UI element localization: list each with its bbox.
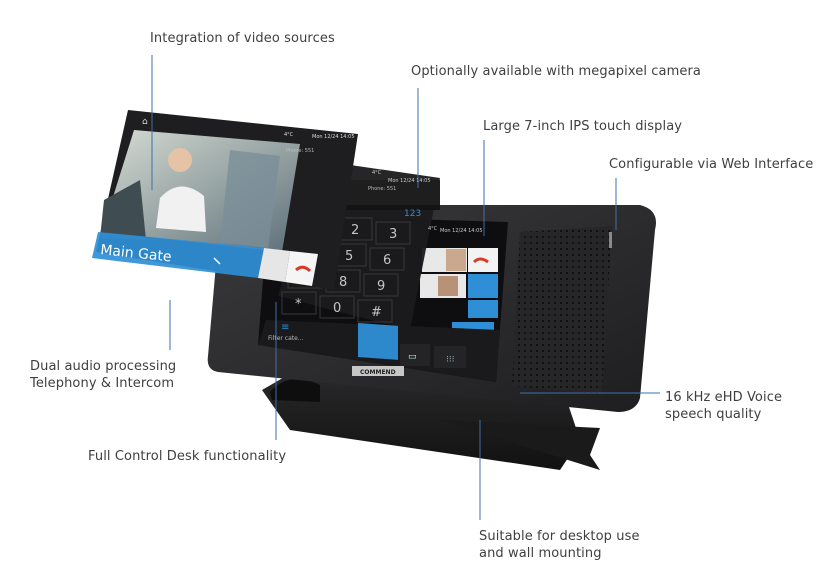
callout-megapixel-camera: Optionally available with megapixel came… [411, 64, 701, 79]
keypad-key[interactable] [357, 299, 393, 323]
screen-phone: Phone: 551 [286, 148, 314, 154]
keypad-key[interactable] [363, 273, 399, 297]
screen-temperature: 4°C [284, 132, 294, 138]
device-temperature: 4°C [428, 226, 438, 232]
keypad-key-label: 9 [377, 279, 385, 294]
brand-logo: COMMEND [360, 369, 396, 376]
video-screen: ⌂ [92, 110, 358, 290]
dialpad-temperature: 4°C [372, 170, 382, 176]
screen-title-main-gate: Main Gate [100, 242, 173, 265]
callout-video-sources: Integration of video sources [150, 31, 335, 46]
callout-desktop-line1: Suitable for desktop use [479, 529, 640, 544]
svg-text:▭: ▭ [408, 352, 417, 362]
svg-text:⌂: ⌂ [142, 117, 148, 127]
keypad-key-label: # [371, 305, 382, 320]
keypad-key-label: 3 [389, 227, 397, 242]
speaker-grille [512, 226, 612, 394]
keypad-key-label: 5 [345, 249, 353, 264]
keypad-key-label: 6 [383, 253, 391, 268]
callout-dual-audio-line1: Dual audio processing [30, 359, 177, 374]
dialpad-date: Mon 12/24 14:05 [388, 178, 431, 184]
callout-voice-line1: 16 kHz eHD Voice [665, 390, 783, 405]
device-date: Mon 12/24 14:05 [440, 228, 483, 234]
callout-control-desk: Full Control Desk functionality [88, 449, 287, 464]
status-led [609, 232, 612, 248]
callout-web-interface: Configurable via Web Interface [609, 157, 814, 172]
keypad-key[interactable] [281, 291, 317, 315]
callout-lines [151, 55, 660, 520]
dialpad-phone: Phone: 551 [368, 186, 396, 192]
callout-voice-line2: speech quality [665, 407, 762, 422]
keypad-key[interactable] [375, 221, 411, 245]
screen-date: Mon 12/24 14:05 [312, 134, 355, 140]
callout-touch-display: Large 7-inch IPS touch display [483, 119, 683, 134]
callout-dual-audio-line2: Telephony & Intercom [30, 376, 175, 391]
keypad-key-label: 8 [339, 275, 347, 290]
keypad-key-label: 2 [351, 223, 359, 238]
keypad-key-label: 0 [333, 301, 341, 316]
callout-desktop-line2: and wall mounting [479, 546, 602, 561]
keypad-key[interactable] [319, 295, 355, 319]
keypad-key[interactable] [369, 247, 405, 271]
svg-text:≡: ≡ [281, 322, 289, 333]
keypad-key-label: * [295, 297, 302, 312]
svg-text:⁝⁝⁝: ⁝⁝⁝ [446, 355, 455, 365]
dial-entry: 123 [404, 209, 421, 219]
filter-label: Filter cate... [268, 335, 304, 342]
